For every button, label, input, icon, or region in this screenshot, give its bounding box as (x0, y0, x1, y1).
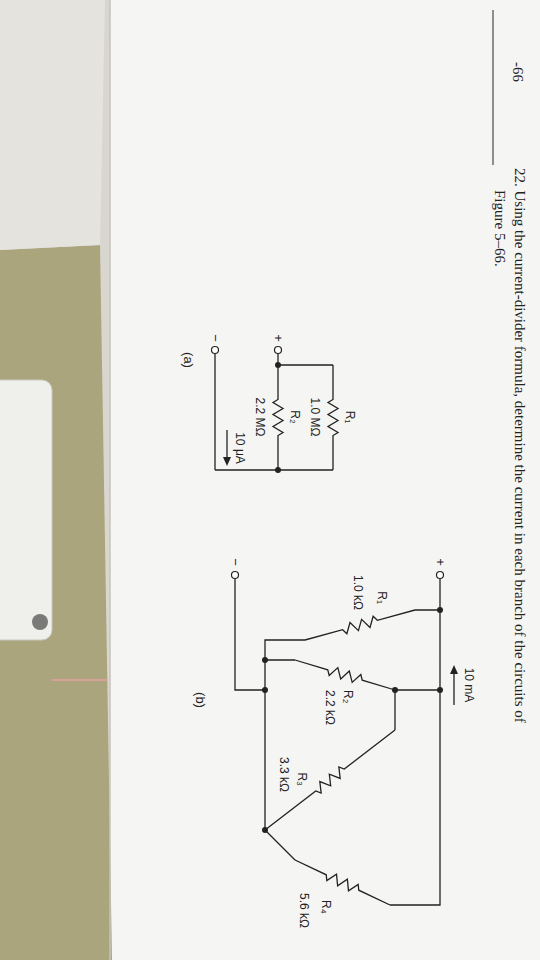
resistor-value: 1.0 kΩ (351, 575, 365, 610)
resistor-value: 2.2 MΩ (253, 398, 267, 437)
resistor-value: 1.0 MΩ (308, 398, 322, 437)
underlying-page (0, 0, 105, 250)
resistors (265, 365, 415, 905)
binder-clip (0, 380, 52, 640)
resistor-label: R₁ (375, 591, 389, 604)
junction-dot (262, 657, 268, 663)
resistor-label: R₂ (341, 690, 355, 703)
terminal (212, 347, 219, 354)
resistor-value: 3.3 kΩ (277, 757, 291, 792)
resistor-symbol (265, 730, 395, 830)
terminal-sign: − (228, 558, 242, 566)
resistor-symbol (328, 365, 338, 470)
part-label: (b) (193, 692, 207, 708)
current-arrow (226, 430, 227, 460)
figure-number: -66 (509, 62, 527, 82)
margin-line (52, 679, 108, 681)
resistor-symbol (295, 660, 395, 690)
wires (215, 10, 493, 905)
arrowhead (450, 665, 458, 674)
binder-ring (32, 614, 48, 630)
junction-dot (437, 687, 443, 693)
resistor-label: R₃ (295, 772, 309, 786)
junction-dot (262, 687, 268, 693)
wire (215, 354, 333, 470)
terminal-sign: + (433, 558, 447, 566)
resistor-value: 5.6 kΩ (297, 893, 311, 928)
resistor-label: R₄ (319, 900, 333, 914)
terminal (437, 572, 444, 579)
arrowhead (223, 457, 231, 466)
paper-edge (109, 0, 111, 960)
terminal (232, 572, 239, 579)
resistor-symbol (273, 365, 283, 470)
current-label: 10 mA (462, 668, 476, 703)
problem-text: 22. Using the current-divider formula, d… (490, 168, 530, 727)
paper-sheet (110, 0, 540, 960)
header-rule (492, 10, 493, 165)
current-label: 10 μA (233, 432, 247, 464)
arrowheads (223, 457, 458, 674)
part-label: (a) (181, 352, 195, 368)
resistor-label: R₁ (343, 411, 357, 424)
junction-dot (437, 607, 443, 613)
terminal (275, 347, 282, 354)
current-arrow (453, 671, 454, 705)
resistor-value: 2.2 kΩ (323, 690, 337, 725)
junction-dots (262, 362, 443, 833)
terminal-sign: + (271, 334, 285, 342)
resistor-label: R₂ (288, 410, 302, 423)
terminals (212, 347, 444, 579)
resistor-symbol (305, 610, 415, 640)
wire (235, 579, 440, 905)
terminal-sign: − (208, 334, 222, 342)
